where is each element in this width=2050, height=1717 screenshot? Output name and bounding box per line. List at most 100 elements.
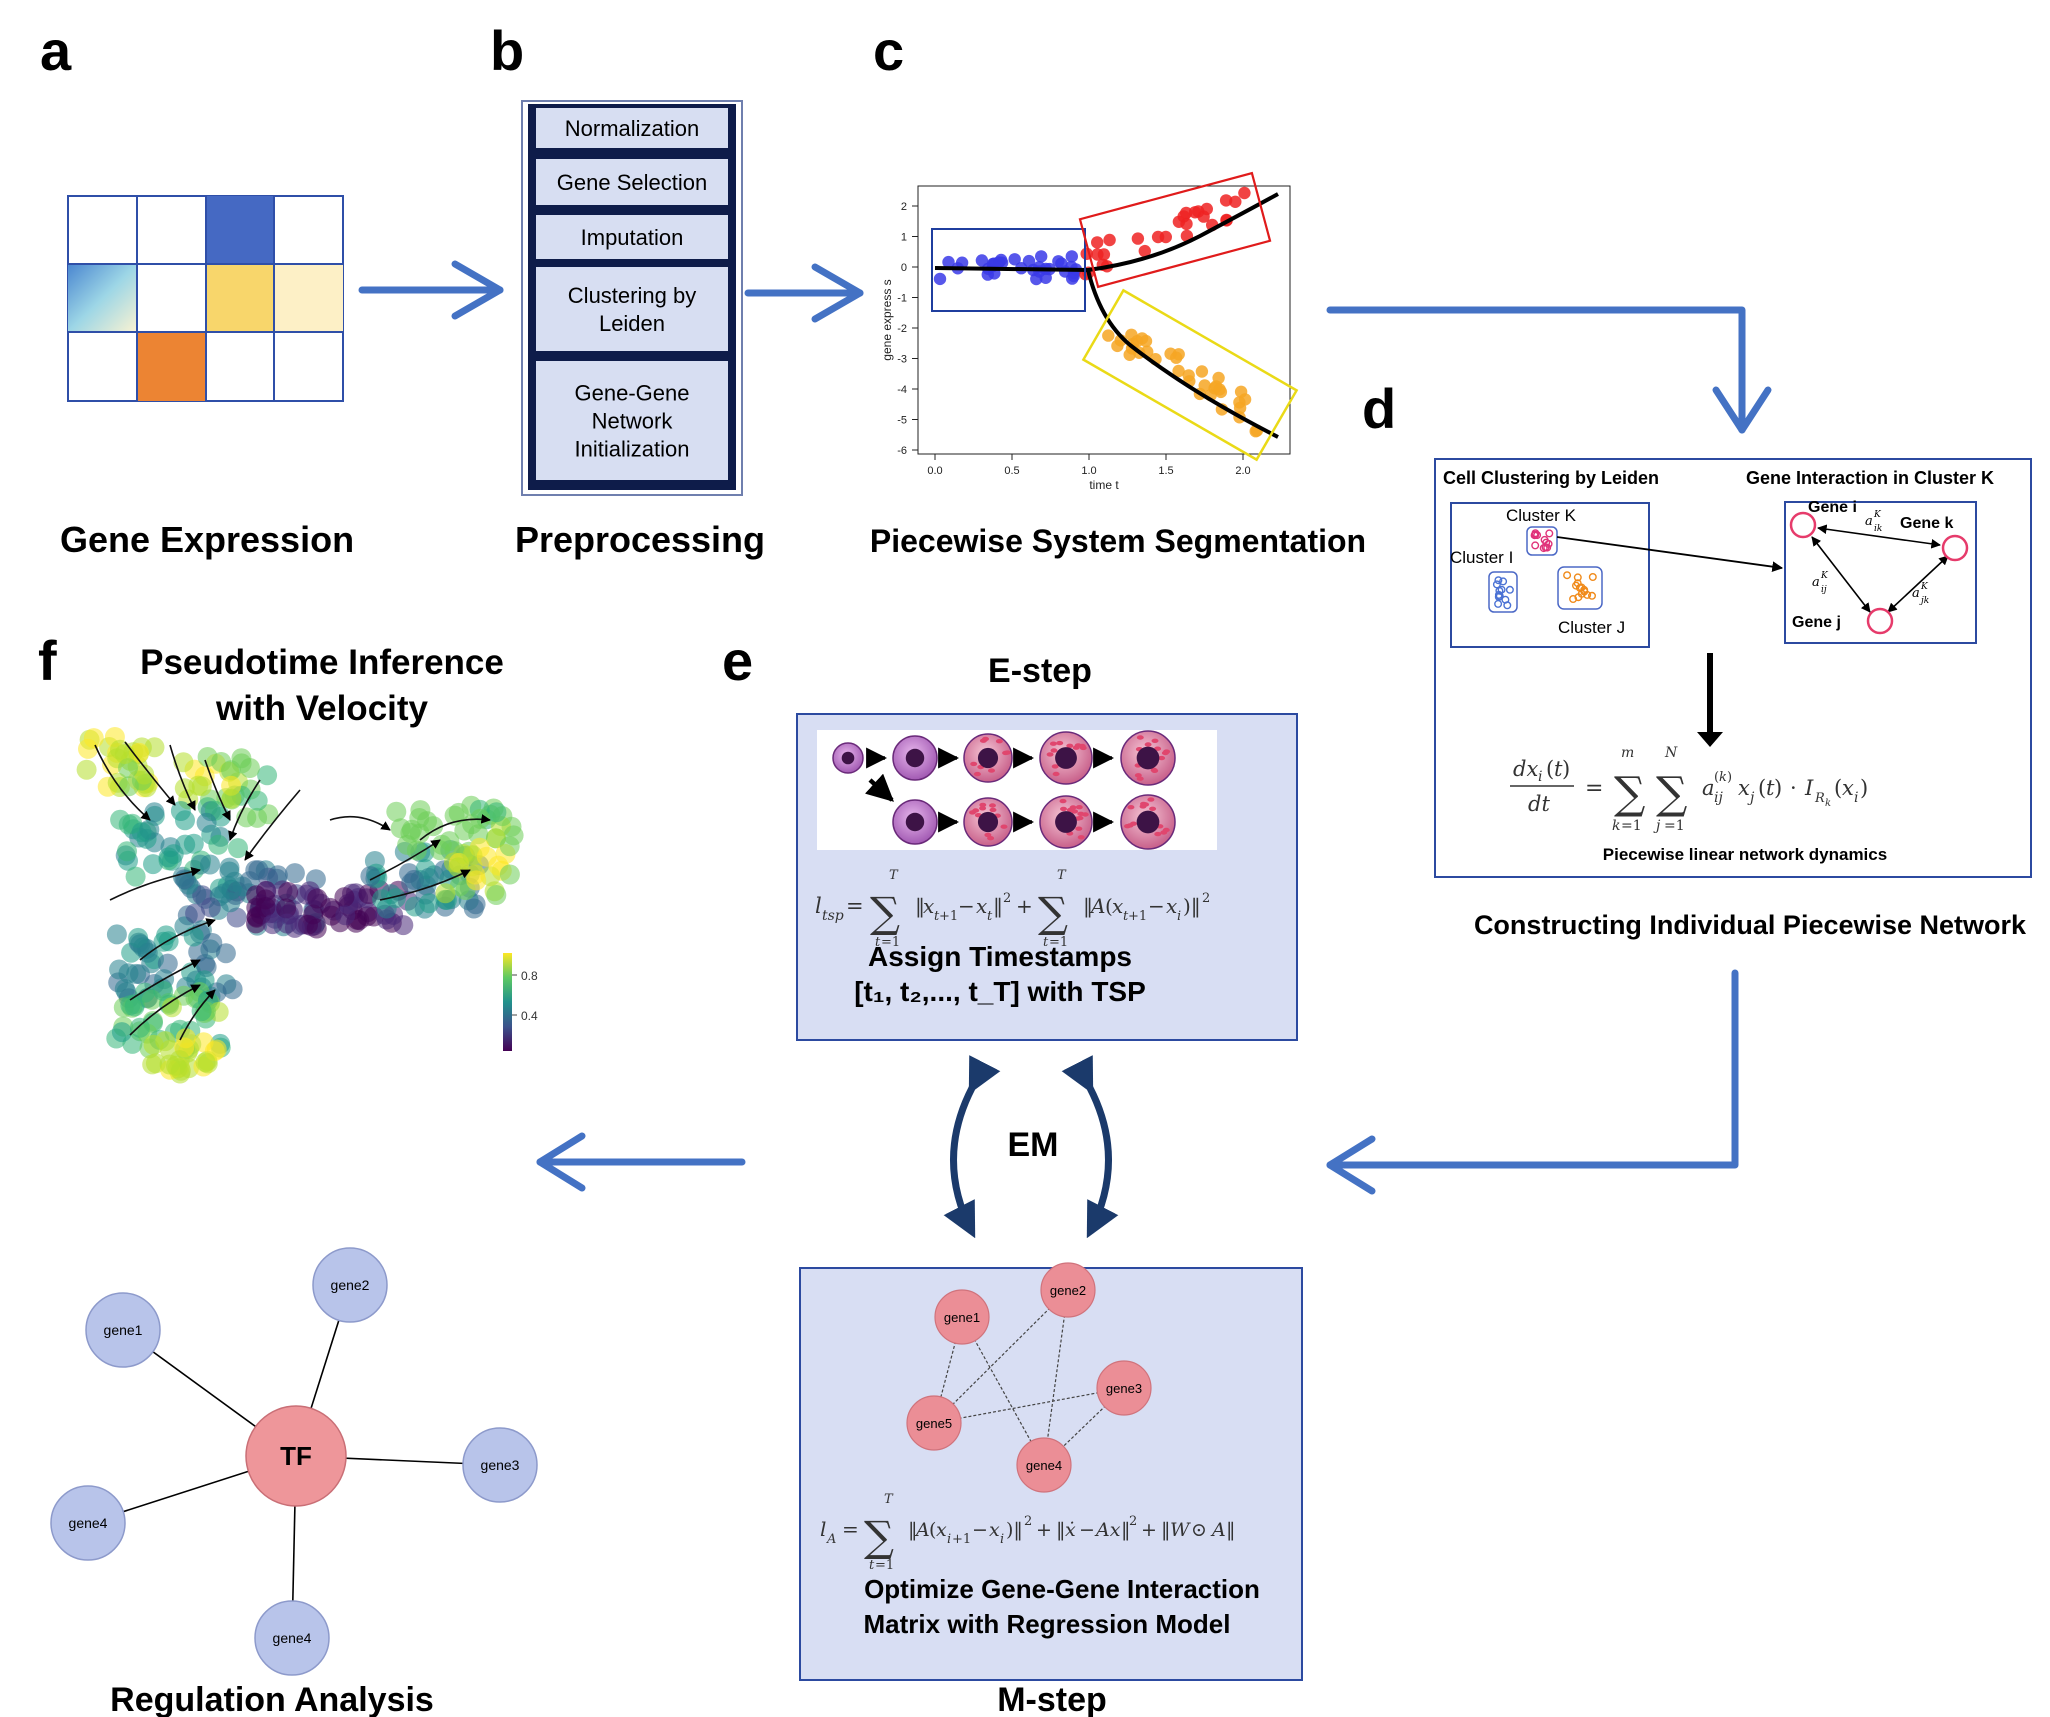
svg-text:T: T — [889, 868, 899, 883]
svg-text:A: A — [826, 1532, 836, 1547]
svg-text:+1: +1 — [1128, 909, 1147, 924]
svg-text:=1: =1 — [875, 1558, 894, 1573]
cell-point — [255, 889, 276, 910]
velocity-streamline — [228, 779, 261, 841]
data-point — [1008, 253, 1021, 266]
pseudotime-title-line1: Pseudotime Inference — [140, 643, 504, 682]
cell-point — [360, 866, 381, 887]
target-node-gene4-left — [50, 1485, 126, 1561]
svg-text:‖: ‖ — [993, 894, 1003, 919]
preprocess-step-4 — [536, 267, 728, 351]
cell-point — [200, 897, 221, 918]
svg-text:t: t — [987, 909, 993, 924]
data-point — [1151, 230, 1165, 244]
svg-text:t: t — [1554, 757, 1563, 781]
x-tick-label: 1.5 — [1158, 465, 1173, 477]
grid-cell-yellow — [206, 264, 274, 332]
preprocess-step-label: Normalization — [565, 116, 700, 141]
svg-text:a: a — [1812, 575, 1820, 590]
velocity-streamline — [369, 839, 441, 881]
cell-point — [185, 903, 206, 924]
svg-text:i: i — [1177, 909, 1181, 924]
svg-text:a: a — [1912, 586, 1920, 601]
svg-text:=1: =1 — [1664, 818, 1685, 834]
svg-text:2: 2 — [1129, 1514, 1137, 1529]
constructing-network-title: Constructing Individual Piecewise Networ… — [1474, 910, 2027, 940]
svg-text:t: t — [1123, 909, 1129, 924]
red-segment-box — [1078, 171, 1272, 289]
cluster-to-network-arrow — [1556, 536, 1784, 573]
data-point — [933, 272, 947, 286]
svg-text:x: x — [1166, 894, 1177, 918]
svg-text:=1: =1 — [1049, 935, 1068, 950]
data-point — [1229, 195, 1242, 208]
cell-dot — [1494, 599, 1503, 608]
cell-dot — [1569, 595, 1578, 604]
panel-letter-e: e — [722, 629, 753, 692]
cell-point — [463, 898, 484, 919]
svg-text:K: K — [1920, 582, 1929, 592]
cell-icon — [1120, 730, 1176, 786]
interaction-edge — [1043, 1289, 1069, 1466]
y-tick-label: -1 — [897, 293, 907, 305]
svg-text:2: 2 — [1202, 891, 1210, 906]
svg-text:l: l — [820, 1517, 826, 1541]
cluster-box: Cluster K Cluster I Cluster J — [1450, 502, 1650, 648]
cell-point — [131, 822, 152, 843]
target-label-gene4-left: gene4 — [69, 1515, 108, 1531]
svg-text:+1: +1 — [939, 909, 958, 924]
cell-point — [197, 747, 218, 767]
estep-line1: Assign Timestamps — [868, 941, 1132, 972]
svg-text:∑: ∑ — [1614, 768, 1645, 819]
fit-curve-lower — [1086, 269, 1279, 439]
mstep-title: M-step — [997, 1681, 1107, 1717]
cell-point — [208, 834, 229, 855]
svg-text:t: t — [1766, 776, 1775, 800]
cell-dot — [1505, 585, 1514, 594]
gene-interaction-title: Gene Interaction in Cluster K — [1746, 468, 1994, 488]
svg-text:A: A — [914, 1519, 930, 1541]
velocity-streamline — [124, 741, 176, 806]
cell-point — [401, 819, 422, 840]
svg-text:−: − — [958, 894, 975, 918]
mstep-line1: Optimize Gene-Gene Interaction — [864, 1574, 1260, 1604]
mstep-node-label: gene5 — [916, 1416, 952, 1431]
svg-text:‖: ‖ — [1083, 894, 1093, 919]
svg-text:=: = — [1585, 776, 1603, 801]
cell-icon — [1039, 731, 1093, 785]
velocity-streamline — [244, 789, 301, 861]
cell-point — [486, 885, 507, 905]
data-point — [1198, 379, 1211, 392]
svg-text:t: t — [875, 935, 881, 950]
gene-i-label: Gene i — [1808, 499, 1857, 516]
cell-point — [144, 802, 165, 823]
svg-text:t: t — [1043, 935, 1049, 950]
data-point — [1212, 371, 1225, 385]
cell-point — [109, 959, 130, 980]
cell-point — [76, 759, 97, 780]
cell-dot — [1503, 601, 1512, 610]
data-point — [1103, 233, 1116, 247]
gene-j-label: Gene j — [1792, 614, 1841, 631]
cell-point — [226, 907, 247, 928]
cell-dot — [1495, 592, 1504, 601]
cell-point — [257, 765, 278, 786]
mstep-node-gene3 — [1096, 1360, 1152, 1416]
data-point — [1195, 365, 1209, 378]
cell-dot — [1531, 541, 1540, 550]
cell-point — [221, 760, 241, 781]
blue-segment-points — [933, 250, 1083, 286]
mstep-node-label: gene3 — [1106, 1381, 1142, 1396]
gene-k-node — [1941, 534, 1969, 562]
cell-point — [173, 752, 194, 773]
svg-text:(: ( — [1714, 770, 1719, 785]
svg-text:)‖: )‖ — [1006, 1519, 1023, 1541]
svg-text:T: T — [1057, 868, 1067, 883]
svg-text:tsp: tsp — [822, 908, 844, 924]
data-point — [1172, 364, 1185, 378]
